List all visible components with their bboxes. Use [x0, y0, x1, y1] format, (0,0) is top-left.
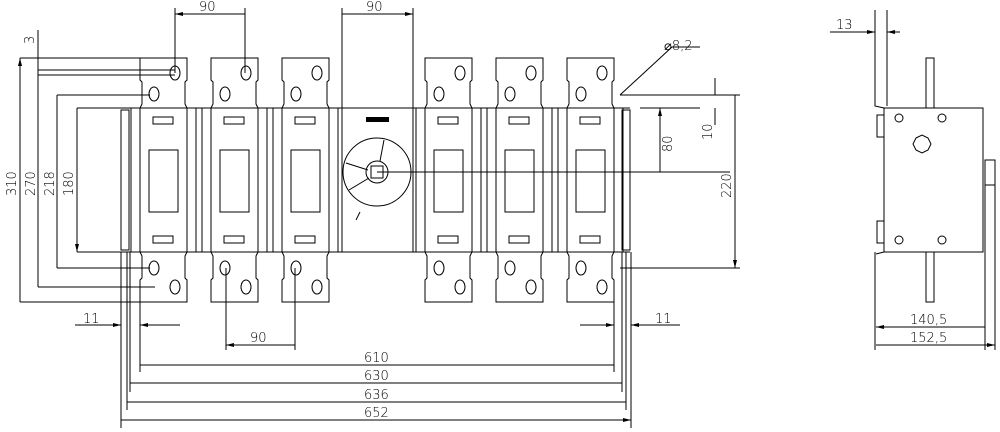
dim-220: 220	[720, 173, 735, 198]
right-mounting-plate	[621, 109, 631, 251]
dim-180: 180	[62, 171, 77, 196]
side-body	[883, 107, 984, 253]
bottom-terminal-side	[925, 251, 935, 303]
dim-610: 610	[364, 351, 389, 366]
dim-11-right: 11	[655, 312, 672, 327]
pole-module	[486, 57, 553, 303]
pole-module	[415, 57, 482, 303]
screw-icon	[894, 113, 904, 123]
indicator-window	[366, 117, 389, 122]
dim-13: 13	[836, 18, 853, 33]
dim-3: 3	[23, 36, 38, 44]
screw-icon	[937, 113, 947, 123]
screw-icon	[894, 235, 904, 245]
handle-module	[341, 107, 730, 253]
front-view: 90 90 ⌀8,2 3 310 270 218 180 80 10 220 1…	[5, 0, 740, 428]
dim-152-5: 152,5	[910, 331, 947, 346]
dim-652: 652	[364, 406, 389, 421]
dim-11-left: 11	[83, 312, 100, 327]
pole-module	[557, 57, 624, 303]
dim-270: 270	[24, 171, 39, 196]
pole-module	[272, 57, 339, 303]
dim-10: 10	[701, 123, 716, 140]
top-terminal-side	[925, 57, 935, 109]
dim-630: 630	[364, 369, 389, 384]
dim-636: 636	[364, 388, 389, 403]
pole-module	[201, 57, 268, 303]
dim-218: 218	[43, 171, 58, 196]
shaft-hole	[912, 134, 932, 154]
dim-top-pole-pitch: 90	[199, 0, 216, 15]
screw-icon	[937, 235, 947, 245]
dim-hole-diameter: ⌀8,2	[664, 39, 693, 54]
side-view: 13 140,5 152,5	[830, 10, 995, 350]
dim-310: 310	[5, 171, 20, 196]
dim-140-5: 140,5	[910, 313, 947, 328]
dim-top-handle-width: 90	[366, 0, 383, 15]
dim-bottom-pole-pitch: 90	[250, 331, 267, 346]
left-mounting-plate	[120, 109, 130, 251]
dim-80: 80	[661, 135, 676, 152]
